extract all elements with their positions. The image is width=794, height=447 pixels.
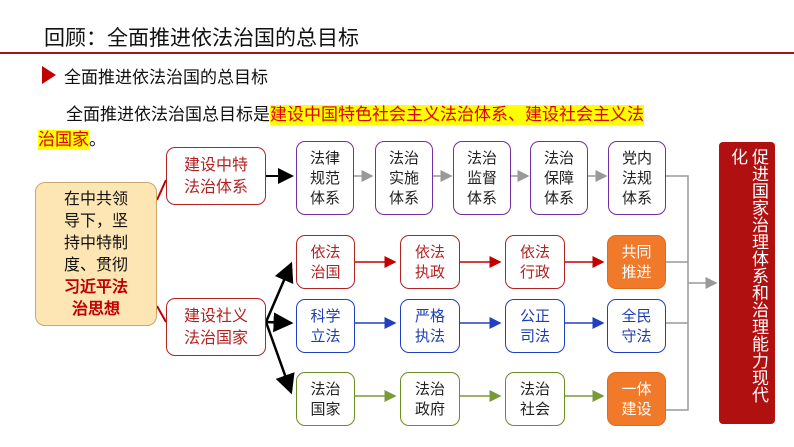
page-title: 回顾：全面推进依法治国的总目标 — [44, 26, 359, 50]
section-subtitle: 全面推进依法治国的总目标 — [64, 68, 268, 88]
green-row-box-2: 法治政府 — [400, 372, 460, 426]
blue-row-result: 全民守法 — [607, 299, 666, 353]
red-row-box-1: 依法治国 — [296, 235, 355, 289]
system-box-3: 法治监督体系 — [453, 141, 511, 215]
blue-row-box-1: 科学立法 — [296, 299, 355, 353]
blue-row-box-2: 严格执法 — [400, 299, 460, 353]
green-row-result: 一体建设 — [607, 372, 666, 426]
premise-emphasis-1: 习近平法 — [63, 277, 128, 296]
system-box-4: 法治保障体系 — [530, 141, 588, 215]
paragraph-suffix: 。 — [89, 130, 106, 150]
goal-paragraph-line1: 全面推进依法治国总目标是建设中国特色社会主义法治体系、建设社会主义法 — [66, 100, 644, 125]
system-box-2: 法治实施体系 — [375, 141, 433, 215]
premise-line-3: 持中特制 — [63, 233, 128, 252]
branch-rule-of-law-country: 建设社义法治国家 — [166, 298, 266, 356]
bullet-triangle-icon — [42, 66, 56, 84]
green-row-box-3: 法治社会 — [505, 372, 565, 426]
premise-line-4: 度、贯彻 — [63, 255, 128, 274]
paragraph-prefix: 全面推进依法治国总目标是 — [66, 105, 270, 125]
red-row-box-2: 依法执政 — [400, 235, 460, 289]
red-row-box-3: 依法行政 — [505, 235, 565, 289]
paragraph-highlight-2: 治国家 — [38, 130, 89, 150]
blue-row-box-3: 公正司法 — [505, 299, 565, 353]
title-divider — [0, 52, 794, 54]
goal-paragraph-line2: 治国家。 — [38, 125, 106, 150]
premise-line-1: 在中共领 — [63, 189, 128, 208]
system-box-1: 法律规范体系 — [296, 141, 354, 215]
leadership-premise-box: 在中共领 导下，坚 持中特制 度、贯彻 习近平法 治思想 — [35, 182, 157, 326]
green-row-box-1: 法治国家 — [296, 372, 355, 426]
branch-rule-of-law-system: 建设中特法治体系 — [166, 147, 266, 205]
modernization-goal-box: 促进国家治理体系和治理能力现代化 — [719, 142, 775, 424]
premise-line-2: 导下，坚 — [63, 211, 128, 230]
paragraph-highlight-1: 建设中国特色社会主义法治体系、建设社会主义法 — [270, 105, 644, 125]
red-row-result: 共同推进 — [607, 235, 666, 289]
system-box-5: 党内法规体系 — [608, 141, 666, 215]
premise-emphasis-2: 治思想 — [71, 299, 120, 318]
